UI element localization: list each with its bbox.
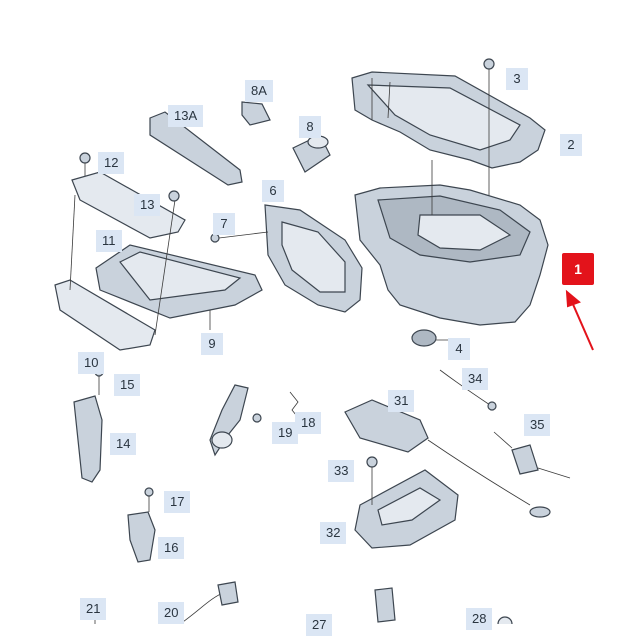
callout-16[interactable]: 16 xyxy=(158,537,185,559)
part-14-sensor[interactable] xyxy=(73,395,103,483)
part-32-bracket-plate[interactable] xyxy=(354,456,459,549)
callout-33[interactable]: 33 xyxy=(328,460,355,482)
callout-34[interactable]: 34 xyxy=(462,368,489,390)
callout-4[interactable]: 4 xyxy=(448,338,470,360)
part-35-connector[interactable] xyxy=(493,431,571,479)
callout-31[interactable]: 31 xyxy=(388,390,415,412)
selection-pointer-arrow xyxy=(565,289,594,351)
callout-8[interactable]: 8 xyxy=(299,116,321,138)
part-13a-bracket[interactable] xyxy=(149,111,243,186)
part-6-frame[interactable] xyxy=(264,204,363,313)
callout-15[interactable]: 15 xyxy=(114,374,141,396)
callout-35[interactable]: 35 xyxy=(524,414,551,436)
part-8-cylinder[interactable] xyxy=(292,134,331,173)
callout-21[interactable]: 21 xyxy=(80,598,107,620)
part-9-control-unit[interactable] xyxy=(95,244,263,330)
callout-9[interactable]: 9 xyxy=(201,333,223,355)
callout-14[interactable]: 14 xyxy=(110,433,137,455)
callout-6[interactable]: 6 xyxy=(262,180,284,202)
part-31-sensor-module[interactable] xyxy=(344,399,551,518)
part-8a-clip[interactable] xyxy=(241,101,271,126)
part-13-bolt[interactable] xyxy=(168,190,180,202)
callout-12[interactable]: 12 xyxy=(98,152,125,174)
callout-20[interactable]: 20 xyxy=(158,602,185,624)
part-20-connector[interactable] xyxy=(179,581,239,624)
part-28-ring[interactable] xyxy=(497,616,513,624)
callout-11[interactable]: 11 xyxy=(96,230,122,252)
part-4-grommet[interactable] xyxy=(411,329,455,347)
callout-19[interactable]: 19 xyxy=(272,422,299,444)
part-16-sensor[interactable] xyxy=(127,487,156,563)
callout-1-selected[interactable]: 1 xyxy=(562,253,594,285)
callout-17[interactable]: 17 xyxy=(164,491,191,513)
callout-8a[interactable]: 8A xyxy=(245,80,273,102)
callout-3[interactable]: 3 xyxy=(506,68,528,90)
part-1-lower-housing[interactable] xyxy=(354,160,549,326)
callout-2[interactable]: 2 xyxy=(560,134,582,156)
callout-28[interactable]: 28 xyxy=(466,608,493,630)
part-27-connector[interactable] xyxy=(374,587,396,623)
callout-32[interactable]: 32 xyxy=(320,522,347,544)
callout-13[interactable]: 13 xyxy=(134,194,161,216)
callout-7[interactable]: 7 xyxy=(213,213,235,235)
part-18-sensor[interactable] xyxy=(209,384,301,457)
part-2-housing-cover[interactable] xyxy=(351,71,546,169)
part-7-bolt[interactable] xyxy=(210,231,269,243)
part-12-bolt[interactable] xyxy=(79,152,91,178)
callout-13a[interactable]: 13A xyxy=(168,105,204,127)
callout-18[interactable]: 18 xyxy=(295,412,322,434)
callout-27[interactable]: 27 xyxy=(306,614,333,636)
callout-10[interactable]: 10 xyxy=(78,352,105,374)
